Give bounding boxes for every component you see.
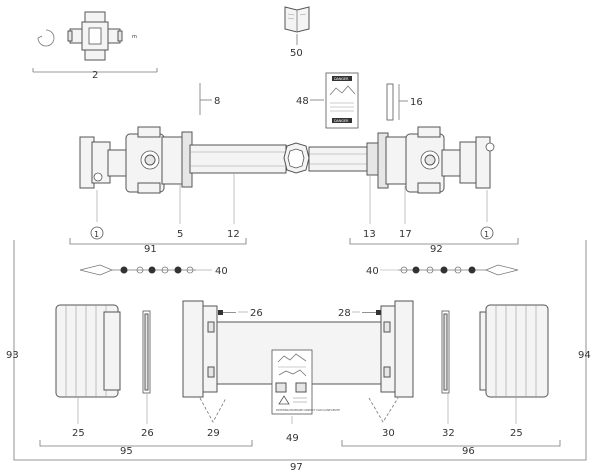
tube-profile-section bbox=[283, 142, 310, 174]
label-17: 17 bbox=[399, 229, 412, 240]
guard-tube-right-30 bbox=[380, 300, 414, 398]
label-40-right: 40 bbox=[366, 266, 379, 277]
bellows-cone-left-25 bbox=[55, 304, 121, 398]
left-yoke-assembly bbox=[79, 126, 193, 194]
safety-chain-left bbox=[79, 264, 196, 276]
warning-sticker-49: ROTATING DRIVELINE CONTACT CAN CAUSE DEA… bbox=[271, 349, 340, 415]
bracket-97 bbox=[13, 456, 587, 461]
sticker-danger-top: DANGER bbox=[334, 77, 349, 81]
bracket-96 bbox=[341, 440, 561, 447]
label-95: 95 bbox=[120, 446, 133, 457]
circlip-part bbox=[37, 29, 55, 47]
label-28: 28 bbox=[338, 308, 351, 319]
label-13: 13 bbox=[363, 229, 376, 240]
label-40-left: 40 bbox=[215, 266, 228, 277]
bracket-91 bbox=[69, 238, 247, 245]
label-48: 48 bbox=[296, 96, 309, 107]
label-91: 91 bbox=[144, 244, 157, 255]
label-25-right: 25 bbox=[510, 428, 523, 439]
danger-sticker-48: DANGER DANGER bbox=[325, 72, 359, 129]
label-25-left: 25 bbox=[72, 428, 85, 439]
inner-tube-13 bbox=[308, 142, 380, 176]
label-5: 5 bbox=[177, 229, 183, 240]
label-96: 96 bbox=[462, 446, 475, 457]
bellows-cone-right-25 bbox=[479, 304, 549, 398]
right-yoke-assembly bbox=[377, 126, 495, 194]
universal-cross-part bbox=[67, 11, 123, 61]
label-8: 8 bbox=[214, 96, 220, 107]
label-93: 93 bbox=[6, 350, 19, 361]
label-32: 32 bbox=[442, 428, 455, 439]
label-92: 92 bbox=[430, 244, 443, 255]
bracket-92 bbox=[349, 238, 519, 245]
outer-tube-12 bbox=[189, 144, 287, 174]
label-1-left-circle bbox=[90, 226, 104, 240]
label-2: 2 bbox=[92, 70, 98, 81]
label-1-right-circle bbox=[480, 226, 494, 240]
label-12: 12 bbox=[227, 229, 240, 240]
sticker-small-text: ROTATING DRIVELINE CONTACT CAN CAUSE DEA… bbox=[276, 408, 340, 412]
screw-28 bbox=[362, 310, 381, 315]
label-1-left: 1 bbox=[94, 230, 99, 239]
strip-part-16 bbox=[386, 83, 394, 121]
screw-26 bbox=[218, 310, 236, 315]
safety-chain-right bbox=[398, 264, 519, 276]
label-1-right: 1 bbox=[484, 230, 489, 239]
label-26-ring: 26 bbox=[141, 428, 154, 439]
label-29: 29 bbox=[207, 428, 220, 439]
guard-tube-left-29 bbox=[182, 300, 218, 398]
label-50: 50 bbox=[290, 48, 303, 59]
label-16: 16 bbox=[410, 97, 423, 108]
label-97: 97 bbox=[290, 462, 303, 472]
label-94: 94 bbox=[578, 350, 591, 361]
label-49: 49 bbox=[286, 433, 299, 444]
label-26-screw: 26 bbox=[250, 308, 263, 319]
bracket-95 bbox=[39, 440, 253, 447]
sticker-danger-bottom: DANGER bbox=[334, 119, 349, 123]
manual-book-part bbox=[284, 6, 310, 33]
grease-nipple-mark: m bbox=[132, 34, 137, 40]
label-30: 30 bbox=[382, 428, 395, 439]
